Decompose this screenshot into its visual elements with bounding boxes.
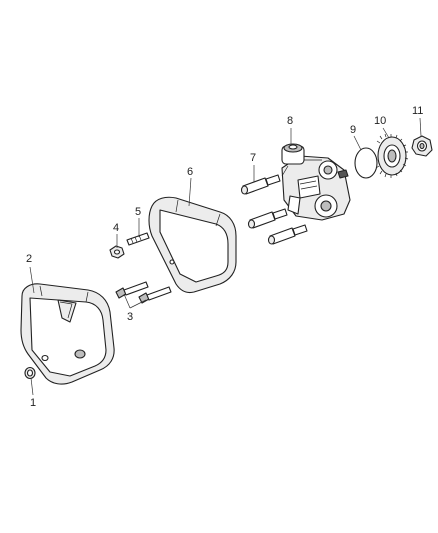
- callout-11: 11: [412, 105, 423, 117]
- callout-2: 2: [26, 253, 32, 265]
- leader-lines: [29, 117, 422, 396]
- nut-part: [109, 245, 125, 259]
- bolt-part-a: [115, 281, 149, 299]
- callout-5: 5: [135, 206, 141, 218]
- pump-bolt-top: [240, 174, 281, 195]
- callout-1: 1: [30, 397, 36, 409]
- callout-9: 9: [350, 124, 356, 136]
- callout-4: 4: [113, 222, 119, 234]
- bolt-part-b: [138, 286, 172, 304]
- gear-nut-part: [411, 135, 433, 157]
- callout-10: 10: [374, 115, 386, 127]
- callout-7: 7: [250, 152, 256, 164]
- fuel-pump-part: [281, 143, 351, 221]
- pump-bolt-middle: [247, 208, 288, 229]
- stud-part: [126, 232, 150, 246]
- outer-cover-part: [20, 283, 115, 385]
- o-ring-part: [354, 147, 378, 179]
- pump-bolt-bottom: [267, 224, 308, 245]
- plug-part: [24, 366, 36, 380]
- callout-3: 3: [127, 311, 133, 323]
- gear-part: [375, 133, 409, 178]
- callout-6: 6: [187, 166, 193, 178]
- callout-8: 8: [287, 115, 293, 127]
- inner-cover-part: [148, 196, 237, 294]
